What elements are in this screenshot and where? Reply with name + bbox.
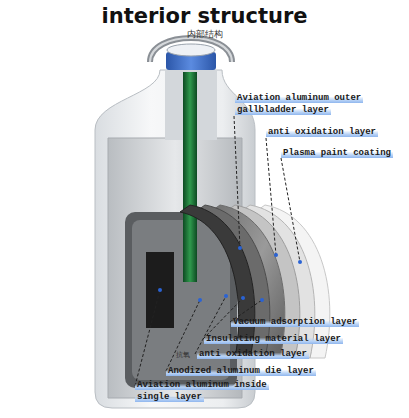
leader-dots-part: [198, 298, 202, 302]
leader-dots-part: [241, 296, 245, 300]
leader-lines-part: [166, 300, 200, 371]
lid-part: [167, 44, 215, 56]
part-label: Aviation aluminum outer gallbladder laye…: [235, 93, 363, 115]
leader-dots-part: [260, 298, 264, 302]
part-label-box: Vacuum adsorption layer: [231, 316, 401, 328]
neck-tube-part: [183, 72, 197, 282]
title: interior structure: [0, 3, 409, 29]
part-label-box: anti oxidation layer: [266, 126, 406, 138]
part-label: anti oxidation layer: [197, 349, 309, 359]
leader-lines-part: [266, 138, 276, 255]
inner-vessel-part: [146, 252, 174, 328]
part-label: Aviation aluminum inside single layer: [135, 380, 269, 402]
leader-dots-part: [158, 288, 162, 292]
inner-vessel-part: [183, 212, 197, 282]
part-label: Vacuum adsorption layer: [231, 317, 359, 327]
part-label-box: Plasma paint coating: [281, 147, 407, 159]
leader-dots-part: [224, 294, 228, 298]
tank-body-part: [108, 138, 242, 398]
leader-lines-part: [195, 296, 226, 354]
leader-dots: [158, 246, 302, 302]
leader-lines-part: [234, 116, 240, 248]
leader-lines: [135, 116, 300, 386]
part-label: 抗氧: [176, 351, 190, 359]
leader-lines-part: [135, 290, 160, 386]
part-label-box: Aviation aluminum outer gallbladder laye…: [235, 92, 367, 116]
part-label-box: anti oxidation layer: [197, 348, 387, 360]
part-label: anti oxidation layer: [266, 127, 378, 137]
part-label-box: Insulating material layer: [204, 333, 394, 345]
part-label: Anodized aluminum die layer: [166, 366, 316, 376]
part-label: Plasma paint coating: [281, 148, 393, 158]
part-label-box: 内部结构: [0, 28, 409, 40]
leader-lines-part: [281, 158, 300, 262]
leader-dots-part: [238, 246, 242, 250]
leader-dots-part: [298, 260, 302, 264]
lid: [166, 44, 216, 70]
part-label: Insulating material layer: [204, 334, 343, 344]
subtitle: 内部结构: [187, 29, 223, 39]
leader-dots-part: [274, 253, 278, 257]
part-label-box: Anodized aluminum die layer: [166, 365, 366, 377]
neck-tube: [183, 72, 197, 282]
part-label-box: Aviation aluminum inside single layer: [135, 379, 272, 403]
